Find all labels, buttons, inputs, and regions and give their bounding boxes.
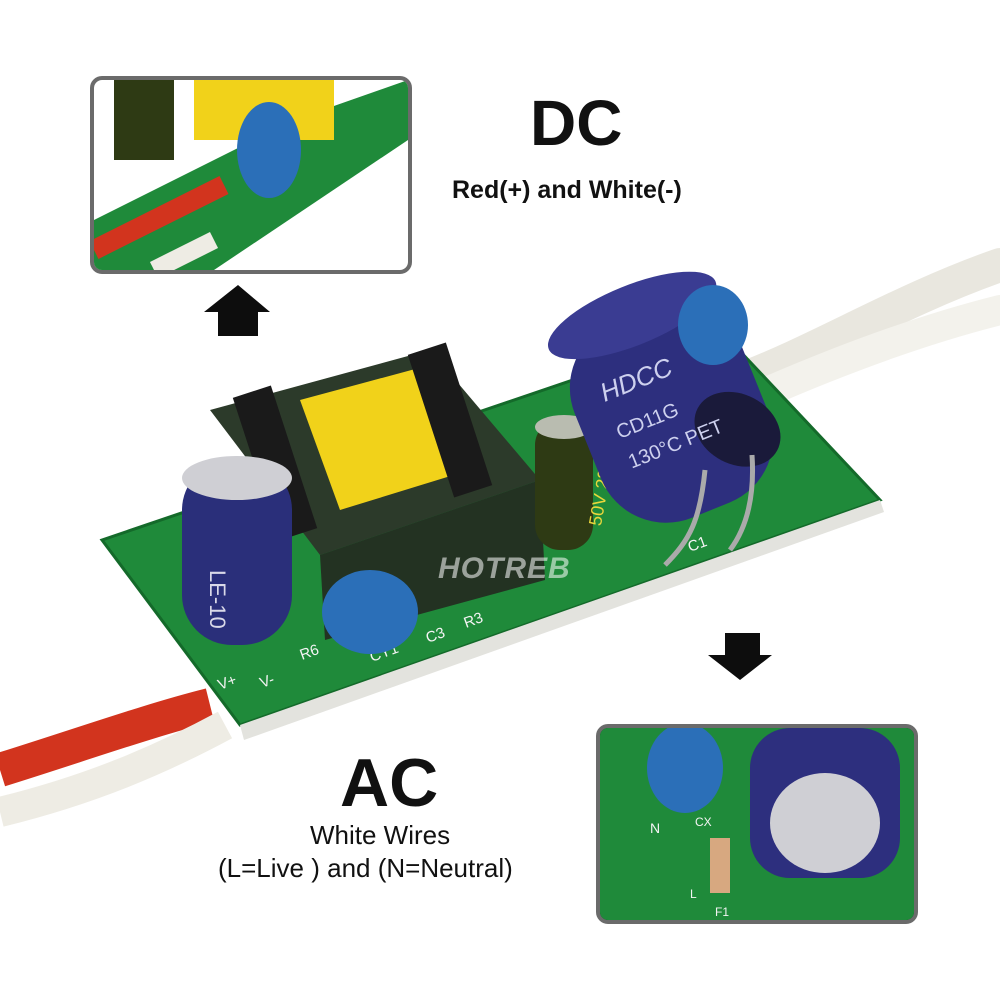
ac-subtitle-line2: (L=Live ) and (N=Neutral) bbox=[218, 853, 513, 883]
left-capacitor: LE-10 bbox=[182, 456, 292, 645]
watermark: HOTREB bbox=[438, 552, 571, 585]
silk-c3: C3 bbox=[424, 624, 448, 647]
ac-inset-photo: N CX L F1 bbox=[596, 724, 918, 924]
up-arrow-icon bbox=[204, 285, 270, 336]
ac-subtitle-line1: White Wires bbox=[310, 820, 451, 850]
ac-wires bbox=[723, 248, 1000, 410]
ceramic-capacitor-2 bbox=[322, 570, 418, 654]
dc-subtitle: Red(+) and White(-) bbox=[452, 176, 682, 204]
silk-c1: C1 bbox=[686, 533, 710, 556]
svg-text:F1: F1 bbox=[715, 905, 729, 919]
down-arrow-icon bbox=[708, 633, 772, 680]
svg-text:L: L bbox=[690, 887, 697, 901]
dc-wires bbox=[0, 688, 233, 827]
silk-r3: R3 bbox=[462, 609, 486, 632]
svg-text:CX: CX bbox=[695, 815, 712, 829]
ceramic-capacitor-1 bbox=[678, 285, 748, 365]
silk-v-plus: V+ bbox=[216, 671, 240, 693]
large-capacitor: HDCC CD11G 130°C PET bbox=[547, 271, 781, 567]
silk-r6: R6 bbox=[298, 641, 322, 664]
silk-v-minus: V- bbox=[258, 671, 277, 692]
svg-text:N: N bbox=[650, 820, 660, 836]
svg-text:LE-10: LE-10 bbox=[205, 570, 230, 629]
ac-inset-illustration: N CX L F1 bbox=[600, 728, 914, 920]
dc-inset-illustration bbox=[94, 80, 408, 270]
dc-title: DC bbox=[530, 87, 623, 159]
ac-title: AC bbox=[340, 745, 439, 821]
dc-inset-photo bbox=[90, 76, 412, 274]
